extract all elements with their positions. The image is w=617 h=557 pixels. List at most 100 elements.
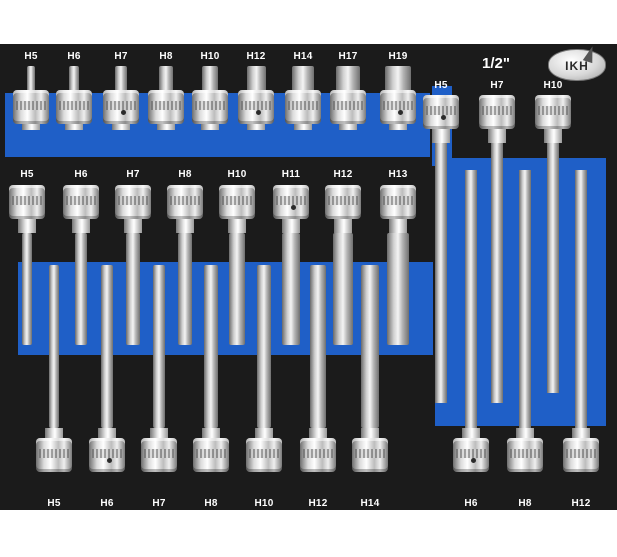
size-label: H5 [20,169,34,180]
socket-hole [256,110,261,115]
socket [285,90,321,124]
socket [56,90,92,124]
hex-bit [333,233,353,345]
socket-neck [282,219,300,233]
socket-neck [488,129,506,143]
hex-bit [336,66,360,92]
size-label: H14 [293,51,313,62]
size-label: H6 [67,51,81,62]
socket-neck [124,219,142,233]
socket [330,90,366,124]
socket-neck [228,219,246,233]
socket-hole [121,110,126,115]
socket-neck [72,219,90,233]
size-label: H14 [360,498,380,509]
socket-neck [150,428,168,438]
socket [507,438,543,472]
hex-bit [68,66,80,92]
size-label: H13 [388,169,408,180]
size-label: H12 [571,498,591,509]
hex-bit [114,66,128,92]
hex-bit [158,66,174,92]
socket [300,438,336,472]
socket-neck [98,428,116,438]
socket-neck [432,129,450,143]
long-bit [519,170,531,430]
size-label: H12 [333,169,353,180]
socket [238,90,274,124]
socket [192,90,228,124]
brand-logo: IKH [548,44,606,81]
size-label: H6 [464,498,478,509]
socket [352,438,388,472]
size-label: H8 [518,498,532,509]
socket-neck [339,124,357,130]
size-label: H7 [126,169,140,180]
socket [453,438,489,472]
socket-neck [202,428,220,438]
size-label: H7 [152,498,166,509]
socket [148,90,184,124]
socket-neck [334,219,352,233]
long-bit [491,143,503,403]
socket-neck [176,219,194,233]
socket-neck [389,219,407,233]
socket [423,95,459,129]
size-label: H11 [281,169,301,180]
size-label: H10 [254,498,274,509]
socket [115,185,151,219]
hex-bit [204,265,218,428]
hex-bit [177,233,193,345]
size-label: H8 [204,498,218,509]
size-label: H7 [114,51,128,62]
size-label: H6 [74,169,88,180]
hex-bit [49,265,59,428]
size-title: 1/2" [482,55,510,72]
hex-bit [361,265,379,428]
socket [9,185,45,219]
socket-neck [18,219,36,233]
socket [563,438,599,472]
socket [273,185,309,219]
size-label: H10 [543,80,563,91]
size-label: H5 [24,51,38,62]
socket-neck [516,428,534,438]
hex-bit [310,265,326,428]
hex-bit [292,66,314,92]
socket-neck [294,124,312,130]
socket [89,438,125,472]
size-label: H12 [246,51,266,62]
size-label: H7 [490,80,504,91]
socket-neck [157,124,175,130]
hex-bit [75,233,87,345]
hex-bit [101,265,113,428]
socket-neck [389,124,407,130]
socket [141,438,177,472]
hex-bit [385,66,411,92]
hex-bit [282,233,300,345]
size-label: H5 [47,498,61,509]
socket [13,90,49,124]
size-label: H5 [434,80,448,91]
hex-bit [22,233,32,345]
size-label: H12 [308,498,328,509]
socket-neck [462,428,480,438]
socket [219,185,255,219]
socket [380,90,416,124]
socket [535,95,571,129]
socket-neck [361,428,379,438]
socket-neck [45,428,63,438]
hex-bit [201,66,219,92]
socket [246,438,282,472]
socket [380,185,416,219]
socket [325,185,361,219]
hex-bit [256,265,272,428]
socket-hole [471,458,476,463]
socket [63,185,99,219]
long-bit [465,170,477,430]
socket [193,438,229,472]
hex-bit [152,265,166,428]
size-label: H17 [338,51,358,62]
socket-hole [441,115,446,120]
socket [167,185,203,219]
